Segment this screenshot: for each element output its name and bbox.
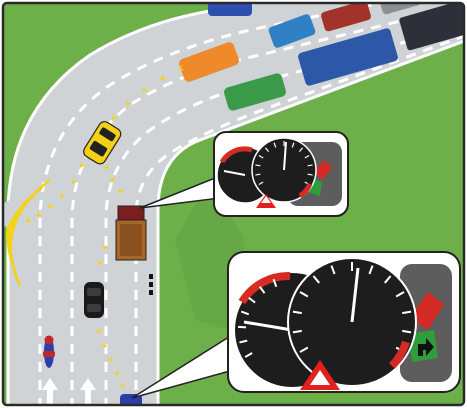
lorry (116, 206, 146, 260)
dashboard-callout-small (214, 132, 348, 216)
dashboard-callout-large (228, 252, 460, 392)
black-car (84, 282, 104, 318)
road-studs (149, 274, 153, 295)
